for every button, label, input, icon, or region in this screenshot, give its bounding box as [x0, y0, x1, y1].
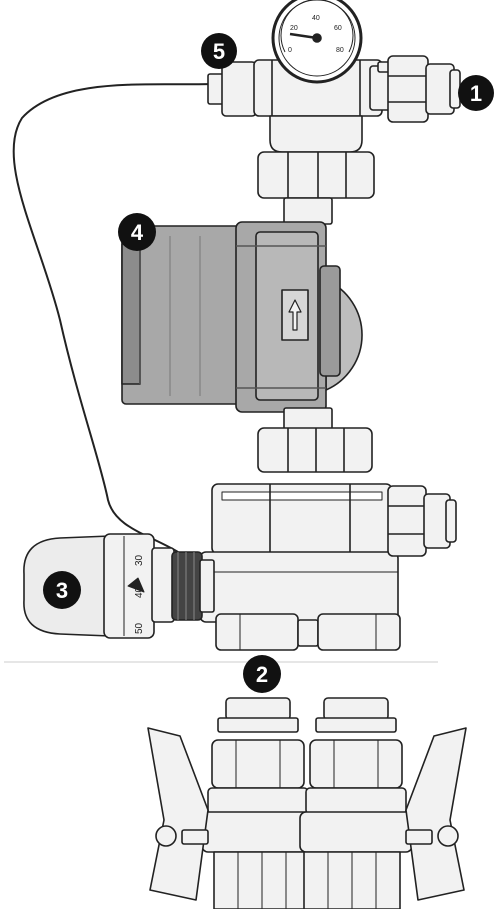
bottom-ports-2 — [215, 613, 401, 651]
thermo-scale-label: 50 — [134, 622, 145, 634]
mixing-valve-body — [199, 483, 399, 623]
gauge-tick: 80 — [336, 47, 344, 54]
callout-badge-1: 1 — [458, 75, 494, 111]
gauge-tick: 20 — [290, 25, 298, 32]
capillary-tube — [12, 83, 211, 553]
gauge-tick: 60 — [334, 25, 342, 32]
thermo-scale-label: 40 — [134, 586, 145, 598]
thermo-head-scale: 30 40 50 — [134, 554, 145, 634]
ball-valve-right — [299, 697, 467, 909]
thermostatic-head — [23, 533, 215, 639]
callout-label: 1 — [470, 81, 482, 106]
outlet-union-connector — [387, 55, 461, 123]
pump-shaft — [283, 197, 333, 225]
lower-outlet-union — [387, 485, 457, 557]
upper-union-nut — [257, 151, 375, 199]
pump-lower-shaft — [283, 407, 333, 431]
thermo-scale-label: 30 — [134, 554, 145, 566]
gauge-tick: 40 — [312, 15, 320, 22]
lower-union-nut — [257, 427, 373, 473]
callout-badge-5: 5 — [201, 33, 237, 69]
ball-valve-left — [147, 697, 315, 909]
gauge-tick: 0 — [288, 47, 292, 54]
callout-badge-2: 2 — [243, 655, 281, 693]
thermometer-gauge — [271, 0, 363, 84]
gauge-scale: 0 20 40 60 80 — [288, 15, 344, 54]
callout-label: 5 — [213, 39, 225, 64]
callout-label: 3 — [56, 578, 68, 603]
callout-label: 4 — [131, 220, 144, 245]
callout-badge-3: 3 — [43, 571, 81, 609]
callout-label: 2 — [256, 662, 268, 687]
upper-neck — [269, 115, 363, 153]
top-valve-body — [207, 59, 393, 117]
callout-badge-4: 4 — [118, 213, 156, 251]
circulation-pump — [121, 221, 363, 413]
